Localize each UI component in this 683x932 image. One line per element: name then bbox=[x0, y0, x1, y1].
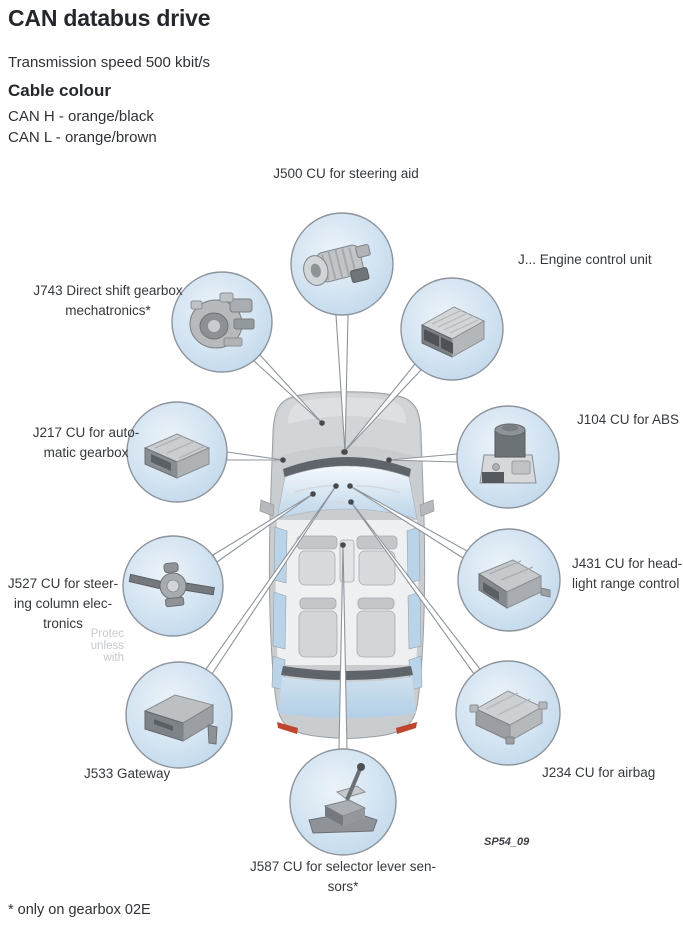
car-mirror-left bbox=[259, 499, 275, 517]
node-circle-j431 bbox=[457, 528, 561, 632]
leader-lines bbox=[205, 314, 481, 750]
node-circle-j104 bbox=[456, 405, 560, 509]
ecu-box-icon bbox=[143, 433, 211, 479]
label-engine: J... Engine control unit bbox=[518, 252, 652, 267]
label-j743: J743 Direct shift gearbox mechatronics* bbox=[33, 283, 183, 318]
car-seats bbox=[296, 535, 398, 658]
car-side-windows-right bbox=[406, 526, 423, 691]
car-mirror-right bbox=[419, 499, 435, 517]
label-j431: J431 CU for head- light range control bbox=[572, 556, 683, 591]
node-circle-j527 bbox=[122, 535, 224, 637]
car-cowl bbox=[283, 457, 411, 479]
selector-lever-icon bbox=[308, 763, 378, 834]
can-l-text: CAN L - orange/brown bbox=[8, 129, 157, 146]
gateway-box-icon bbox=[143, 694, 218, 745]
leader-dots bbox=[280, 420, 392, 548]
node-circle-j217 bbox=[126, 401, 228, 503]
figure-code: SP54_09 bbox=[484, 836, 530, 848]
gearbox-mechatronics-icon bbox=[189, 292, 255, 349]
engine-ecu-icon bbox=[420, 306, 486, 358]
abs-unit-icon bbox=[479, 423, 537, 484]
node-circle-j500 bbox=[290, 212, 394, 316]
car-side-windows-left bbox=[271, 526, 288, 691]
label-j587: J587 CU for selector lever sen- sors* bbox=[249, 859, 437, 894]
transmission-speed-text: Transmission speed 500 kbit/s bbox=[8, 54, 211, 71]
node-circle-engine bbox=[400, 277, 504, 381]
car-taillight-right bbox=[396, 722, 417, 734]
page-title: CAN databus drive bbox=[8, 5, 211, 31]
node-circle-j234 bbox=[455, 660, 561, 766]
label-j533: J533 Gateway bbox=[84, 766, 171, 781]
car-top-view-illustration bbox=[259, 391, 435, 739]
column-switch-icon bbox=[128, 562, 215, 608]
ecu-box-icon bbox=[477, 559, 551, 609]
node-circle-j743 bbox=[171, 271, 273, 373]
label-j500: J500 CU for steering aid bbox=[273, 166, 419, 181]
node-circle-j533 bbox=[125, 661, 233, 769]
car-taillight-left bbox=[277, 722, 298, 734]
label-j527: J527 CU for steer- ing column elec- tron… bbox=[7, 576, 119, 631]
can-h-text: CAN H - orange/black bbox=[8, 108, 154, 125]
steering-aid-motor-icon bbox=[303, 244, 371, 286]
footnote-text: * only on gearbox 02E bbox=[8, 902, 151, 918]
label-j104: J104 CU for ABS bbox=[577, 412, 680, 427]
watermark-text: Protec unless with bbox=[90, 628, 124, 664]
car-rear-window bbox=[278, 677, 416, 718]
label-j217: J217 CU for auto- matic gearbox bbox=[32, 425, 140, 460]
car-rear-window-surround bbox=[281, 666, 413, 680]
node-circle-j587 bbox=[289, 748, 397, 856]
label-j234: J234 CU for airbag bbox=[542, 765, 656, 780]
cable-colour-heading: Cable colour bbox=[8, 81, 111, 100]
airbag-ecu-icon bbox=[469, 690, 548, 745]
